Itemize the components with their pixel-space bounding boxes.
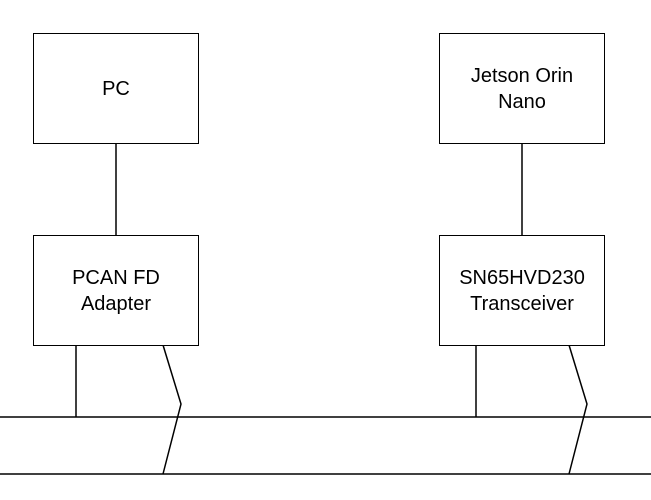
pcan-fd-adapter-box: PCAN FD Adapter [33,235,199,346]
pcan-fd-adapter-label: PCAN FD Adapter [72,266,160,315]
jetson-orin-nano-label: Jetson Orin Nano [470,64,574,113]
transceiver-bus-drop-low [568,344,588,475]
pc-label: PC [102,77,130,100]
pc-box: PC [33,33,199,144]
sn65hvd230-transceiver-box: SN65HVD230 Transceiver [439,235,605,346]
jetson-orin-nano-box: Jetson Orin Nano [439,33,605,144]
pcan-bus-drop-low [162,344,182,475]
sn65hvd230-transceiver-label: SN65HVD230 Transceiver [459,266,585,315]
